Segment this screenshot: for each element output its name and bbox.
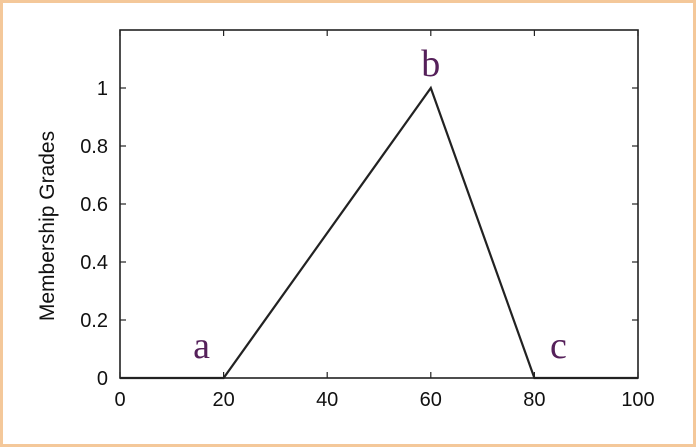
y-axis-label: Membership Grades (36, 131, 59, 321)
annotation-c-label: c (550, 325, 567, 367)
y-tick-label-2: 0.4 (80, 252, 108, 274)
annotation-b-label: b (421, 43, 440, 85)
x-tick-label-5: 100 (621, 389, 654, 411)
x-tick-label-1: 20 (212, 389, 234, 411)
x-tick-label-0: 0 (114, 389, 125, 411)
plot-area: 0 20 40 60 80 100 0 0.2 0.4 0.6 0.8 1 a b c (80, 29, 655, 411)
x-tick-label-2: 40 (316, 389, 338, 411)
annotation-a-label: a (193, 325, 210, 367)
y-tick-label-3: 0.6 (80, 194, 108, 216)
x-tick-label-4: 80 (523, 389, 545, 411)
x-tick-label-3: 60 (420, 389, 442, 411)
y-tick-label-0: 0 (97, 368, 108, 390)
y-tick-label-5: 1 (97, 78, 108, 100)
y-tick-label-1: 0.2 (80, 310, 108, 332)
y-tick-label-4: 0.8 (80, 136, 108, 158)
membership-line (120, 85, 638, 380)
